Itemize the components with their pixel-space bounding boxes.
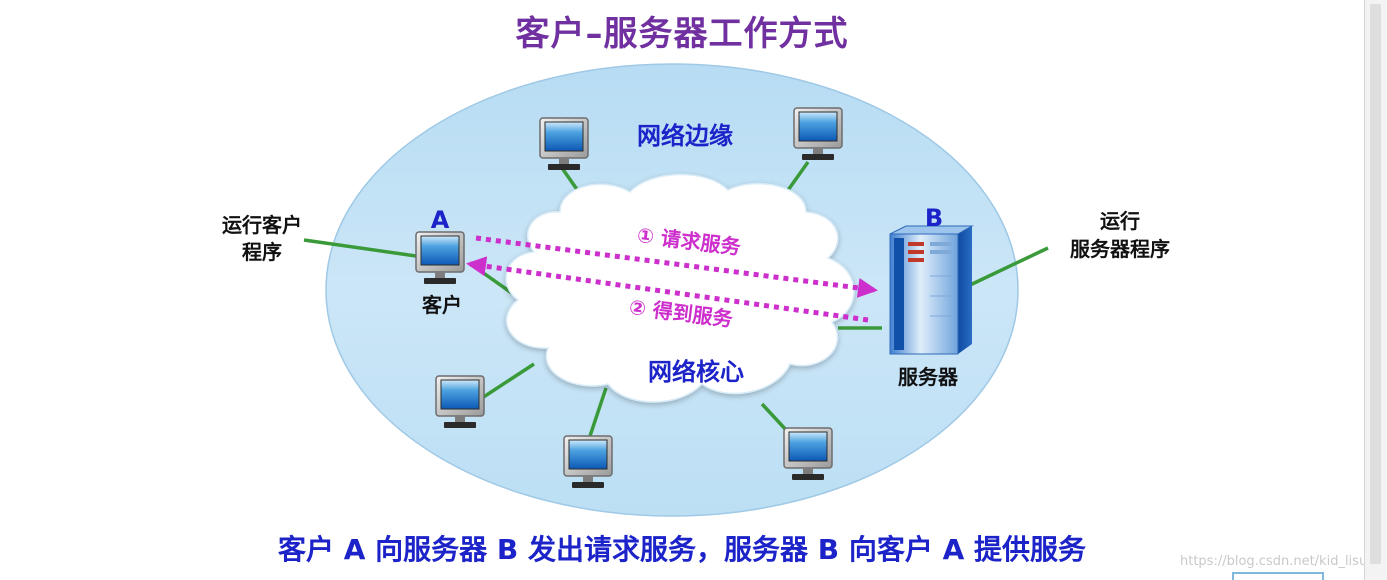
network-core-cloud-icon — [505, 173, 855, 403]
response-arrow — [466, 256, 869, 323]
request-arrow — [475, 235, 878, 298]
link-pc-bottom-left — [481, 362, 535, 400]
server-program-label-line1: 运行 — [1100, 209, 1140, 233]
host-a-label: A — [431, 206, 450, 234]
watermark-url: https://blog.csdn.net/kid_lisu — [1180, 554, 1368, 569]
host-b-label: B — [925, 204, 943, 232]
link-server-program — [967, 246, 1049, 288]
link-pc-bottom-mid — [588, 387, 608, 437]
network-core-label: 网络核心 — [648, 358, 744, 386]
scrollbar-thumb[interactable] — [1370, 4, 1381, 564]
corner-frame — [1232, 572, 1324, 580]
network-edge-label: 网络边缘 — [637, 122, 733, 150]
server-program-label-line2: 服务器程序 — [1070, 237, 1170, 261]
server-label: 服务器 — [898, 365, 959, 389]
link-pc-bottom-right — [760, 402, 790, 434]
client-program-label-line2: 程序 — [242, 240, 282, 264]
server-tower-icon — [889, 225, 974, 355]
diagram-caption: 客户 A 向服务器 B 发出请求服务，服务器 B 向客户 A 提供服务 — [277, 533, 1086, 566]
page-title: 客户–服务器工作方式 — [515, 14, 849, 54]
client-program-label-line1: 运行客户 — [222, 213, 302, 237]
client-label: 客户 — [421, 293, 462, 317]
link-client-program — [303, 238, 417, 258]
